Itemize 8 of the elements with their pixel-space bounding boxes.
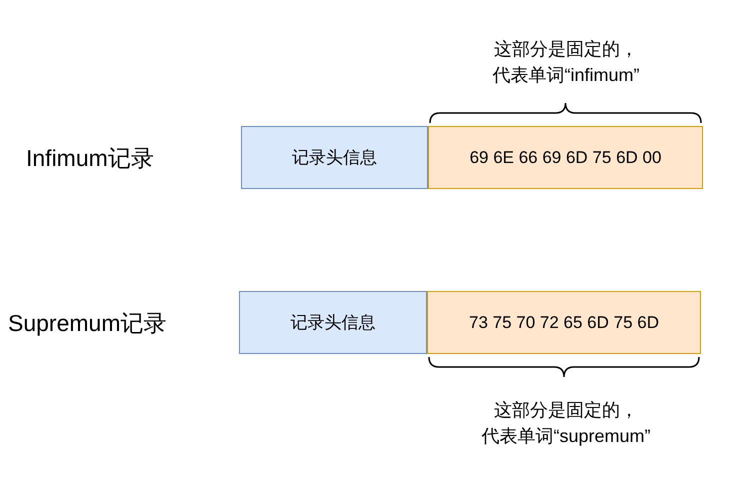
annotation-text: 这部分是固定的，代表单词“infimum” (492, 38, 640, 87)
row-label: Infimum记录 (26, 144, 154, 173)
hex-bytes-box: 73 75 70 72 65 6D 75 6D (427, 291, 701, 354)
record-header-box: 记录头信息 (241, 126, 428, 189)
record-header-box: 记录头信息 (239, 291, 427, 354)
annotation-text: 这部分是固定的，代表单词“supremum” (480, 399, 652, 448)
hex-bytes-box: 69 6E 66 69 6D 75 6D 00 (428, 126, 703, 189)
row-label: Supremum记录 (8, 309, 166, 338)
